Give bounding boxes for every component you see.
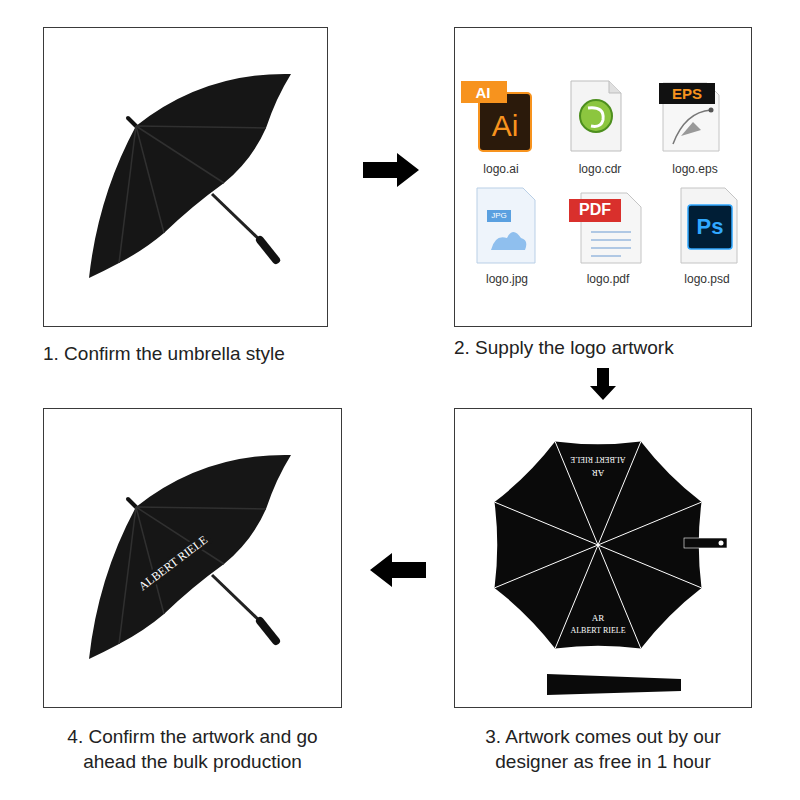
step-caption: 1. Confirm the umbrella style bbox=[43, 341, 328, 366]
file-tag: JPG bbox=[491, 212, 507, 220]
logo-text: ALBERT RIELE bbox=[570, 455, 625, 463]
file-tag: AI bbox=[476, 85, 491, 100]
file-name: logo.cdr bbox=[579, 163, 622, 175]
logo-text: ALBERT RIELE bbox=[570, 627, 625, 635]
step-caption: 3. Artwork comes out by our designer as … bbox=[454, 724, 752, 774]
flow-arrow bbox=[342, 553, 454, 587]
canopy-ribs bbox=[495, 442, 702, 649]
file-name: logo.psd bbox=[684, 273, 729, 285]
step-panel: AR ALBERT RIELE AR ALBERT RIELE 3. Artwork c… bbox=[454, 408, 752, 774]
panel-frame bbox=[43, 27, 328, 327]
app-mark: Ps bbox=[697, 216, 724, 238]
psd-icon bbox=[681, 188, 737, 263]
canopy-top bbox=[495, 442, 702, 649]
flow-arrow bbox=[590, 360, 616, 408]
file-name: logo.ai bbox=[483, 163, 518, 175]
ferrule bbox=[128, 118, 136, 126]
block-arrow bbox=[590, 368, 616, 400]
umbrella-illustration bbox=[44, 28, 328, 326]
flow-arrow bbox=[328, 153, 454, 187]
umbrella-top-view bbox=[455, 409, 752, 707]
umbrella-side bbox=[89, 74, 291, 278]
ai-icon bbox=[461, 81, 531, 151]
file-tag: PDF bbox=[579, 202, 611, 218]
file-name: logo.jpg bbox=[486, 273, 528, 285]
block-arrow bbox=[363, 153, 419, 187]
pdf-icon bbox=[569, 193, 641, 263]
panel-frame: AR ALBERT RIELE AR ALBERT RIELE bbox=[454, 408, 752, 708]
step-panel: 1. Confirm the umbrella style bbox=[43, 27, 328, 366]
file-tag: EPS bbox=[672, 86, 702, 101]
panel-frame: AIAi logo.ai logo.cdr EPS logo.epsJPG logo.jp… bbox=[454, 27, 752, 327]
umbrella-ribs bbox=[119, 126, 266, 263]
handle-view bbox=[684, 538, 727, 548]
step-caption: 2. Supply the logo artwork bbox=[454, 335, 752, 360]
umbrella-sleeve bbox=[547, 674, 681, 695]
jpg-icon bbox=[477, 188, 535, 263]
app-mark: Ai bbox=[492, 111, 519, 141]
umbrella-canopy bbox=[89, 74, 291, 278]
file-name: logo.eps bbox=[672, 163, 717, 175]
step-caption: 4. Confirm the artwork and go ahead the … bbox=[43, 724, 342, 774]
umbrella-side bbox=[89, 455, 291, 659]
logo-monogram: AR bbox=[592, 614, 605, 623]
file-name: logo.pdf bbox=[587, 273, 630, 285]
step-panel: AIAi logo.ai logo.cdr EPS logo.epsJPG logo.jp… bbox=[454, 27, 752, 360]
step-panel: ALBERT RIELE 4. Confirm the artwork and g… bbox=[43, 408, 342, 774]
umbrella-handle bbox=[260, 240, 276, 260]
panel-frame: ALBERT RIELE bbox=[43, 408, 342, 708]
block-arrow bbox=[370, 553, 426, 587]
cdr-icon bbox=[571, 81, 621, 151]
eps-icon bbox=[659, 83, 719, 151]
logo-monogram: AR bbox=[592, 468, 605, 477]
umbrella-illustration bbox=[44, 409, 342, 707]
